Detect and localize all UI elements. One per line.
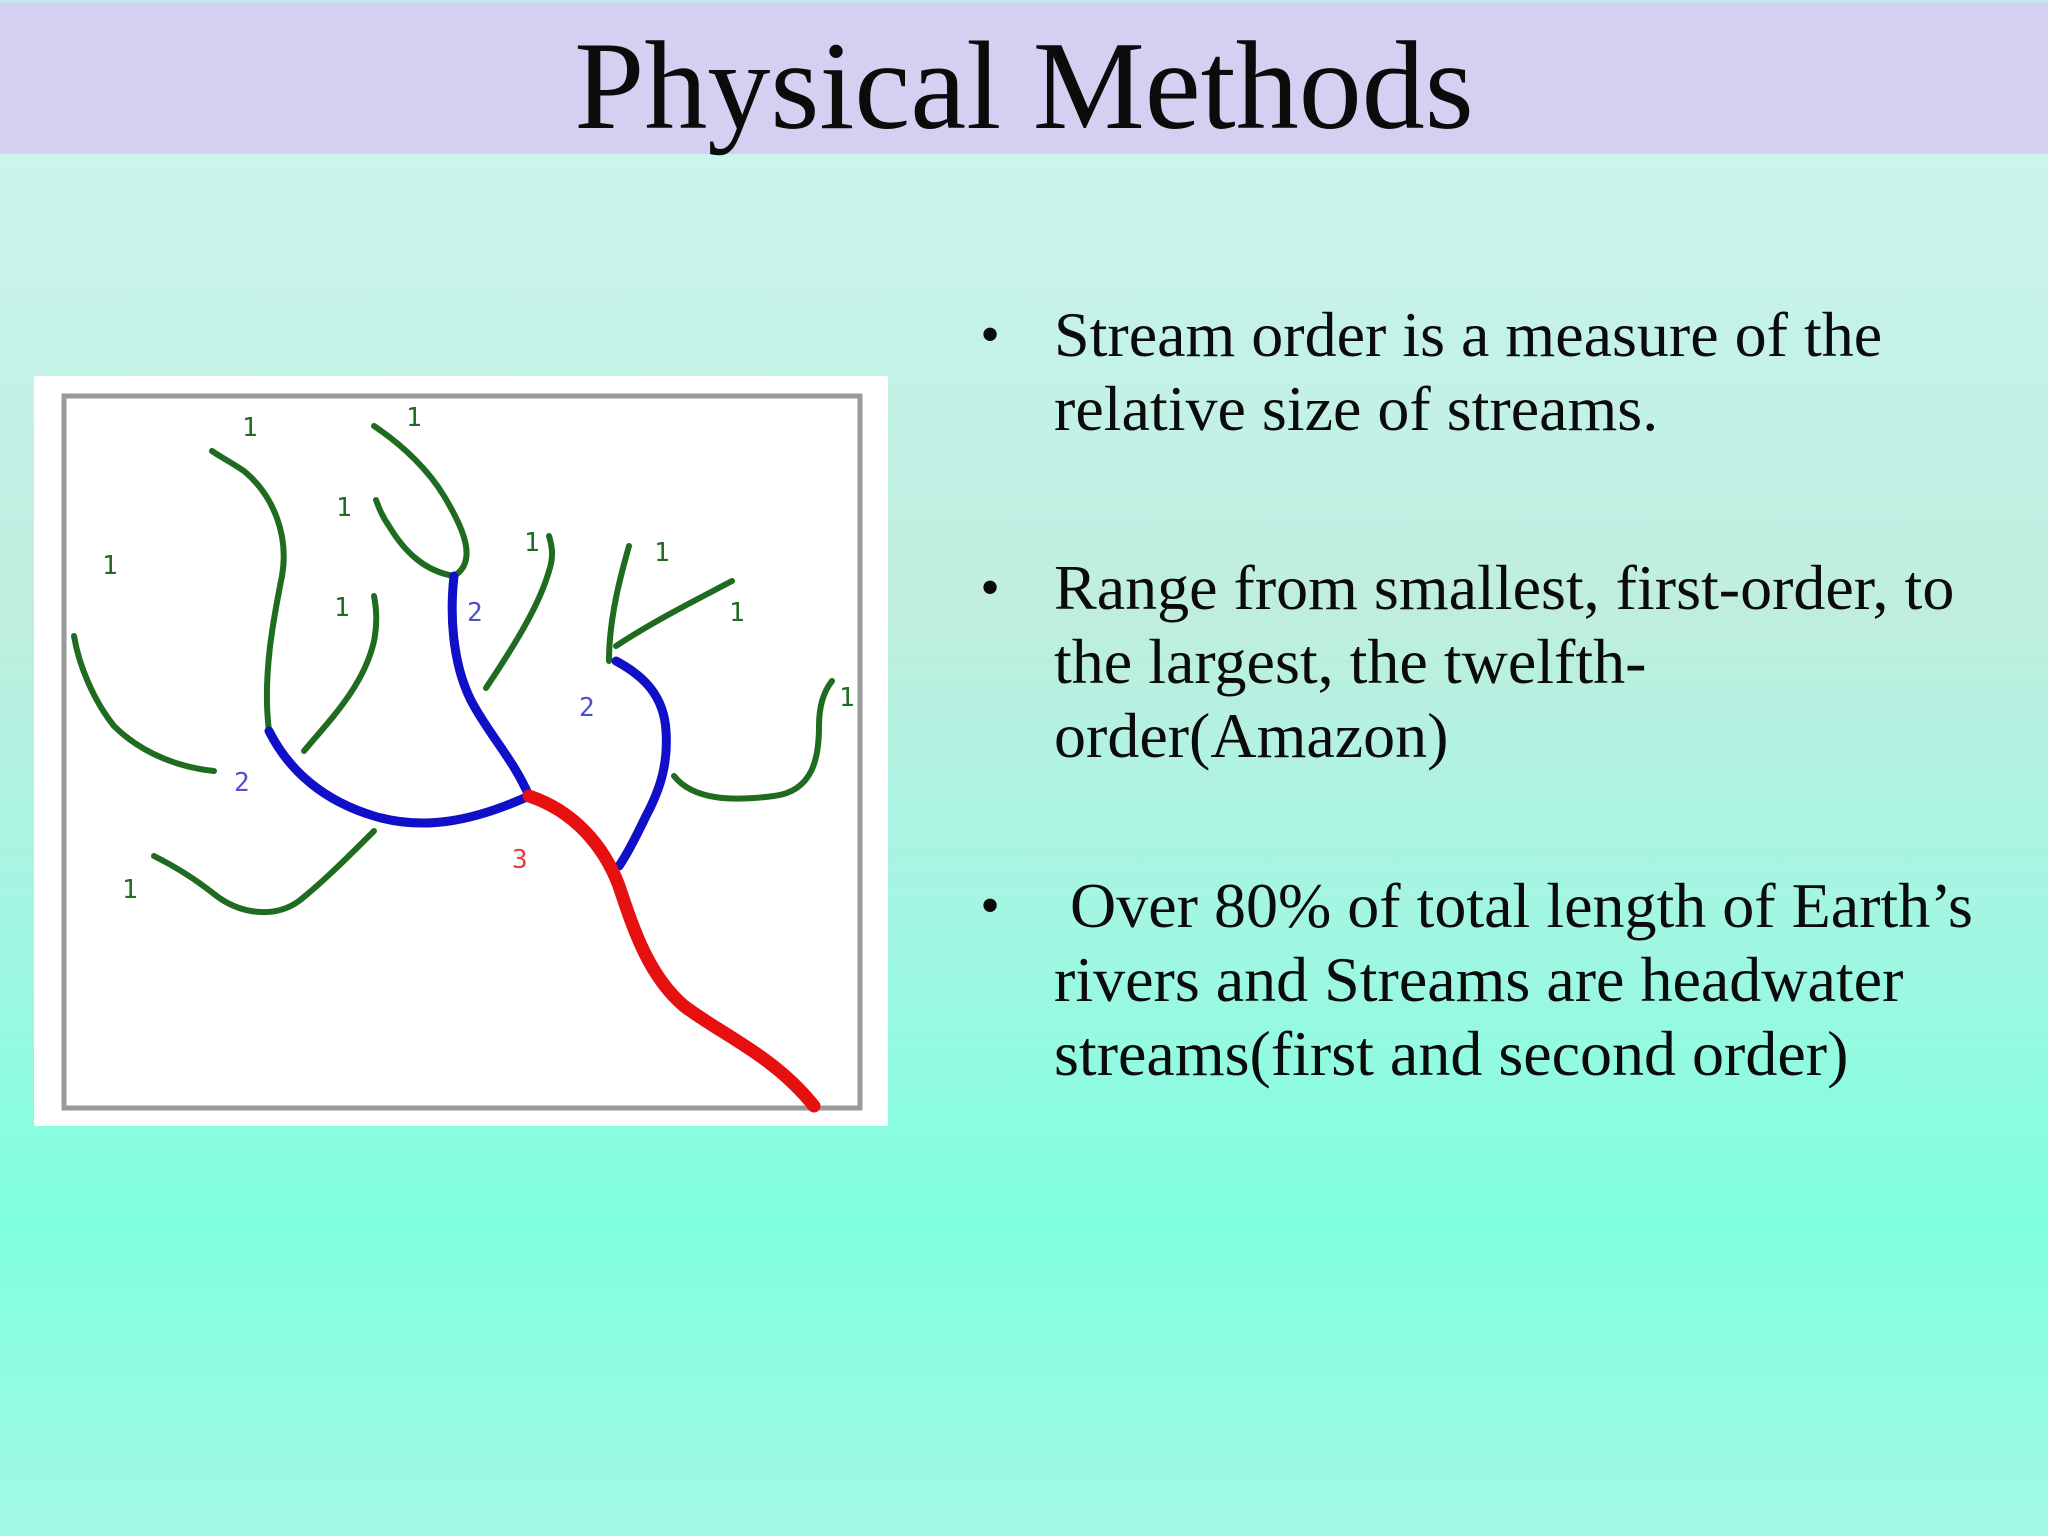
bullet-text: Stream order is a measure of the relativ… bbox=[1054, 299, 1883, 444]
order-label-3: 3 bbox=[512, 845, 528, 875]
first-order-stream bbox=[301, 593, 380, 754]
order-label-1: 1 bbox=[839, 683, 855, 713]
order-label-1: 1 bbox=[122, 875, 138, 905]
bullet-item: • Stream order is a measure of the relat… bbox=[970, 298, 2030, 446]
bullet-list: • Stream order is a measure of the relat… bbox=[970, 298, 2030, 1196]
stream-order-diagram: 1 1 1 1 1 1 1 1 1 1 2 2 2 3 bbox=[34, 376, 888, 1126]
first-order-stream bbox=[606, 543, 632, 664]
bullet-text: Over 80% of total length of Earth’s rive… bbox=[1054, 870, 1989, 1089]
bullet-glyph: • bbox=[980, 557, 1000, 619]
bullet-text: Range from smallest, first-order, to the… bbox=[1054, 552, 1955, 771]
second-order-streams bbox=[264, 571, 671, 871]
bullet-item: • Over 80% of total length of Earth’s ri… bbox=[970, 869, 2030, 1091]
first-order-stream bbox=[613, 578, 735, 649]
first-order-stream bbox=[483, 533, 555, 691]
slide-title: Physical Methods bbox=[574, 17, 1474, 156]
first-order-stream bbox=[373, 497, 457, 579]
order-label-2: 2 bbox=[579, 693, 595, 723]
first-order-stream bbox=[71, 633, 217, 774]
second-order-stream bbox=[447, 571, 534, 801]
first-order-stream bbox=[671, 678, 835, 802]
second-order-stream bbox=[611, 656, 671, 871]
order-label-1: 1 bbox=[336, 493, 352, 523]
third-order-streams bbox=[522, 789, 821, 1113]
first-order-stream bbox=[371, 423, 470, 579]
third-order-stream bbox=[522, 789, 821, 1113]
diagram-frame bbox=[61, 393, 863, 1111]
second-order-stream bbox=[264, 726, 534, 828]
order-label-1: 1 bbox=[654, 538, 670, 568]
order-label-1: 1 bbox=[242, 413, 258, 443]
first-order-stream bbox=[209, 448, 287, 734]
first-order-stream bbox=[151, 828, 377, 916]
order-label-1: 1 bbox=[406, 403, 422, 433]
order-label-1: 1 bbox=[729, 598, 745, 628]
bullet-item: • Range from smallest, first-order, to t… bbox=[970, 551, 2030, 773]
order-label-1: 1 bbox=[102, 551, 118, 581]
order-label-2: 2 bbox=[234, 768, 250, 798]
order-label-2: 2 bbox=[467, 598, 483, 628]
order-label-1: 1 bbox=[334, 593, 350, 623]
bullet-glyph: • bbox=[980, 304, 1000, 366]
bullet-glyph: • bbox=[980, 875, 1000, 937]
stream-order-svg: 1 1 1 1 1 1 1 1 1 1 2 2 2 3 bbox=[61, 393, 863, 1113]
first-order-streams bbox=[71, 423, 835, 916]
order-label-1: 1 bbox=[524, 528, 540, 558]
title-bar: Physical Methods bbox=[0, 0, 2048, 156]
stream-order-labels: 1 1 1 1 1 1 1 1 1 1 2 2 2 3 bbox=[102, 403, 855, 905]
